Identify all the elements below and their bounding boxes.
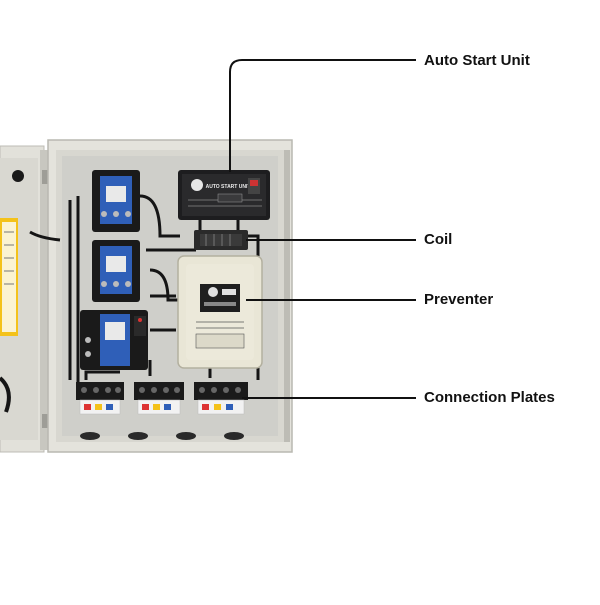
contactor-bottom <box>80 310 148 370</box>
auto-start-unit: AUTO START UNIT <box>178 170 270 220</box>
leader-line-auto-start-unit <box>229 59 416 172</box>
preventer <box>177 255 263 369</box>
panel-door <box>0 145 48 453</box>
door-lock-icon <box>12 170 24 182</box>
auto-start-unit-panel-text: AUTO START UNIT <box>206 184 251 190</box>
leader-lines <box>229 59 416 399</box>
label-connection-plates: Connection Plates <box>424 389 555 406</box>
wiring <box>29 194 260 384</box>
label-auto-start-unit: Auto Start Unit <box>424 52 530 69</box>
contactor-middle <box>92 240 140 302</box>
connection-plate-middle <box>134 382 184 415</box>
connection-plate-left <box>76 382 124 415</box>
cable-gland-holes <box>80 432 244 440</box>
connection-plates <box>76 382 248 415</box>
connection-plate-right <box>194 382 248 415</box>
contactor-top <box>92 170 140 232</box>
coil <box>194 230 248 250</box>
label-coil: Coil <box>424 231 453 248</box>
label-preventer: Preventer <box>424 291 494 308</box>
